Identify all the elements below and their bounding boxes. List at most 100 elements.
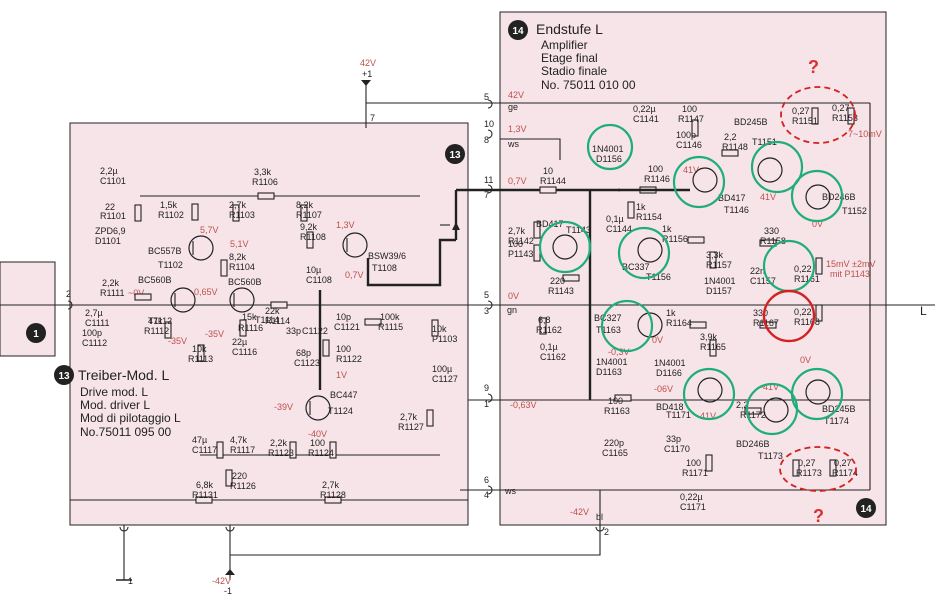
svg-text:0,1µ: 0,1µ xyxy=(540,342,558,352)
svg-text:BD417: BD417 xyxy=(718,193,746,203)
svg-text:R1142: R1142 xyxy=(508,236,534,246)
svg-text:5,7V: 5,7V xyxy=(200,225,219,235)
svg-text:C1157: C1157 xyxy=(750,276,776,286)
svg-text:T1124: T1124 xyxy=(328,406,353,416)
svg-text:9: 9 xyxy=(484,383,489,393)
svg-text:33p: 33p xyxy=(666,434,681,444)
svg-text:T1163: T1163 xyxy=(596,325,621,335)
driver-title-de: Treiber-Mod. L xyxy=(78,367,170,383)
pos-supply-pin: +1 xyxy=(362,69,372,79)
svg-text:P1103: P1103 xyxy=(432,334,457,344)
svg-text:2,7µ: 2,7µ xyxy=(85,308,103,318)
highlight-dashed-bottom xyxy=(779,446,857,492)
svg-text:8,2k: 8,2k xyxy=(296,200,314,210)
svg-text:T1173: T1173 xyxy=(758,451,783,461)
svg-text:C1121: C1121 xyxy=(334,322,360,332)
svg-text:100p: 100p xyxy=(82,328,102,338)
svg-text:-35V: -35V xyxy=(168,336,187,346)
svg-text:R1173: R1173 xyxy=(796,468,822,478)
svg-text:R1101: R1101 xyxy=(100,211,126,221)
svg-text:BD417: BD417 xyxy=(536,219,564,229)
svg-text:0,7V: 0,7V xyxy=(345,270,364,280)
svg-text:100: 100 xyxy=(608,396,623,406)
svg-text:-0,3V: -0,3V xyxy=(608,347,630,357)
svg-text:-35V: -35V xyxy=(205,329,224,339)
svg-text:D1166: D1166 xyxy=(656,368,682,378)
svg-text:11: 11 xyxy=(484,175,493,185)
svg-text:T1114: T1114 xyxy=(255,315,279,325)
svg-text:R1146: R1146 xyxy=(644,174,670,184)
input-badge: 1 xyxy=(26,323,46,343)
svg-text:1V: 1V xyxy=(336,370,347,380)
svg-text:0V: 0V xyxy=(800,355,811,365)
svg-text:D1156: D1156 xyxy=(596,154,622,164)
svg-text:R1143: R1143 xyxy=(548,286,574,296)
amp-part-no: No. 75011 010 00 xyxy=(541,78,636,92)
svg-text:3,3k: 3,3k xyxy=(706,250,724,260)
neg-supply-arrow xyxy=(225,569,235,575)
svg-text:D1101: D1101 xyxy=(95,236,121,246)
svg-text:14: 14 xyxy=(860,504,872,515)
amp-transistors xyxy=(552,157,831,423)
svg-text:0,65V: 0,65V xyxy=(194,287,218,297)
svg-text:7: 7 xyxy=(370,113,375,123)
svg-text:1,5k: 1,5k xyxy=(160,200,178,210)
svg-text:C1112: C1112 xyxy=(82,338,107,348)
svg-text:R1172: R1172 xyxy=(740,410,766,420)
svg-text:T1171: T1171 xyxy=(666,410,691,420)
svg-text:100: 100 xyxy=(682,104,697,114)
svg-text:R1147: R1147 xyxy=(678,114,704,124)
amp-badge-bottom: 14 xyxy=(856,498,876,518)
svg-text:R1114: R1114 xyxy=(265,316,290,326)
svg-text:T1151: T1151 xyxy=(752,137,777,147)
svg-text:0,27: 0,27 xyxy=(792,106,810,116)
ground-pin: 1 xyxy=(128,576,133,586)
svg-text:33p: 33p xyxy=(286,326,301,336)
svg-text:C1117: C1117 xyxy=(192,445,217,455)
svg-text:0,22µ: 0,22µ xyxy=(633,104,656,114)
amp-title-en: Amplifier xyxy=(541,38,588,52)
svg-text:0V: 0V xyxy=(812,219,823,229)
driver-part-no: No.75011 095 00 xyxy=(80,425,172,439)
svg-text:C1122: C1122 xyxy=(302,326,328,336)
svg-text:13: 13 xyxy=(449,150,461,161)
svg-text:220: 220 xyxy=(550,276,565,286)
amp-badge-top: 14 xyxy=(508,20,528,40)
svg-text:2,7k: 2,7k xyxy=(322,480,340,490)
svg-text:R1174: R1174 xyxy=(832,468,858,478)
svg-text:2,2k: 2,2k xyxy=(270,438,288,448)
svg-text:0,22: 0,22 xyxy=(794,264,812,274)
svg-text:BD418: BD418 xyxy=(656,402,684,412)
label-ws-bottom: ws xyxy=(504,486,516,496)
svg-text:R1113: R1113 xyxy=(188,354,213,364)
svg-text:R1158: R1158 xyxy=(760,236,786,246)
svg-text:0,27: 0,27 xyxy=(832,103,850,113)
svg-text:R1163: R1163 xyxy=(604,406,630,416)
svg-text:R1127: R1127 xyxy=(398,422,424,432)
svg-text:R1131: R1131 xyxy=(192,490,218,500)
svg-text:R1102: R1102 xyxy=(158,210,184,220)
driver-component-labels: 2,2µ C1101 22 R1101 ZPD6,9 D1101 1,5k R1… xyxy=(82,166,458,500)
voltage-labels: 42V 1,3V 0,7V 0V -0,63V -42V 5,7V 5,1V 0… xyxy=(128,90,882,517)
svg-text:2: 2 xyxy=(604,527,609,537)
svg-text:BSW39/6: BSW39/6 xyxy=(368,251,406,261)
svg-text:8,2k: 8,2k xyxy=(229,252,247,262)
svg-text:10k: 10k xyxy=(432,324,447,334)
svg-text:1k: 1k xyxy=(662,224,672,234)
svg-text:5: 5 xyxy=(484,92,489,102)
svg-text:R1108: R1108 xyxy=(300,232,326,242)
driver-transistors xyxy=(170,232,368,421)
label-gn: gn xyxy=(507,305,517,315)
svg-text:C1141: C1141 xyxy=(633,114,659,124)
highlight-dashed-top xyxy=(780,86,856,144)
svg-text:6: 6 xyxy=(484,475,489,485)
svg-text:47k: 47k xyxy=(148,316,163,326)
svg-text:BC560B: BC560B xyxy=(228,277,262,287)
svg-text:BC327: BC327 xyxy=(594,313,622,323)
svg-text:100p: 100p xyxy=(676,130,696,140)
svg-text:22µ: 22µ xyxy=(232,337,247,347)
svg-text:BC337: BC337 xyxy=(622,262,650,272)
svg-text:1N4001: 1N4001 xyxy=(592,144,624,154)
label-ge: ge xyxy=(508,102,518,112)
